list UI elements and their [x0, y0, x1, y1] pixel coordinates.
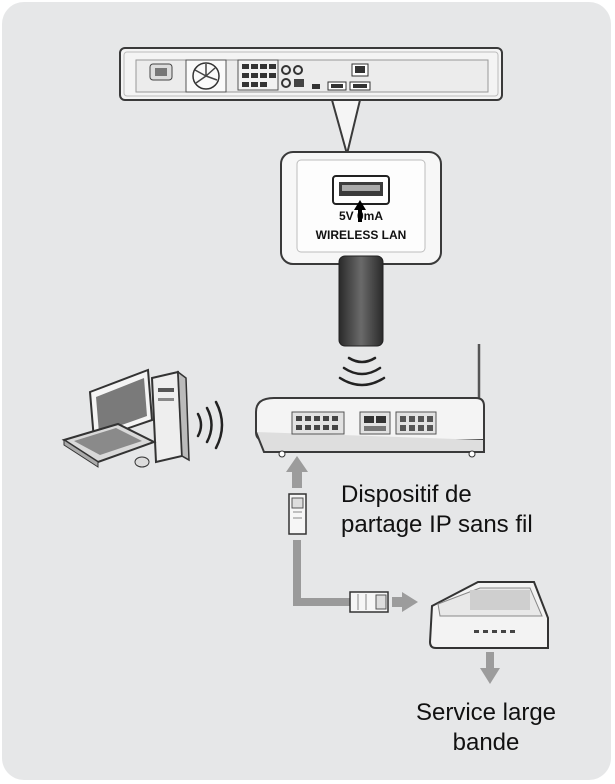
speaker-terminals-icon [237, 59, 279, 91]
insert-arrow-icon [354, 200, 366, 222]
broadband-modem [428, 581, 549, 649]
arrow-down-icon [480, 652, 500, 684]
router-label-line2: partage IP sans fil [341, 511, 533, 538]
computer-wifi-signal-icon [196, 400, 224, 450]
cable-connector-bottom [349, 591, 389, 613]
wireless-lan-adapter [338, 255, 384, 347]
computer-icon [61, 368, 190, 468]
power-port-icon [149, 63, 173, 81]
audio-jacks-icon [281, 65, 304, 88]
cable-connector-top [288, 493, 307, 535]
lan-ports-icon [349, 63, 371, 91]
port-name-text: WIRELESS LAN [316, 228, 407, 242]
broadband-label-line2: bande [452, 729, 520, 756]
arrow-up-icon [286, 456, 308, 488]
router-label-line1: Dispositif de [341, 481, 472, 508]
hdmi-ports-icon [312, 81, 347, 91]
broadband-label: Service large bande [408, 698, 564, 758]
broadband-label-line1: Service large [415, 699, 557, 726]
callout-pointer [331, 99, 361, 155]
status-leds-icon [474, 630, 515, 633]
router-label: Dispositif de partage IP sans fil [341, 480, 533, 540]
fan-icon [185, 59, 227, 93]
wifi-signal-icon [338, 356, 386, 387]
wireless-router [255, 344, 485, 458]
player-device [119, 47, 503, 101]
arrow-right-icon [392, 592, 418, 612]
lan-cable [293, 540, 354, 606]
